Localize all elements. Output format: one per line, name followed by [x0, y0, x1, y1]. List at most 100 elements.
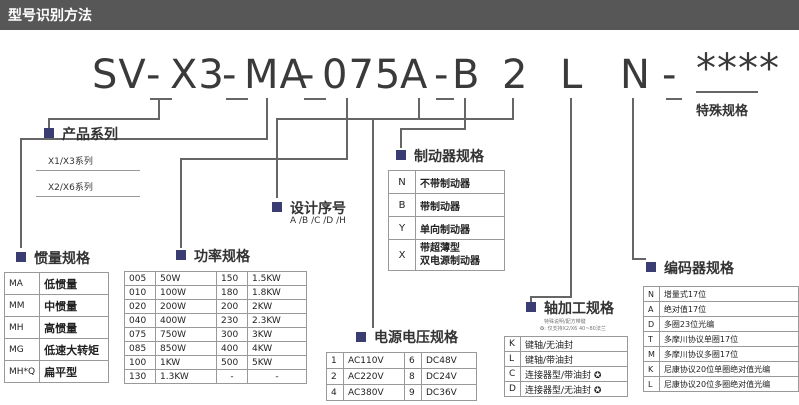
- voltage-value: AC380V: [343, 384, 405, 401]
- shaft-name: 连接器型/无油封 ✪: [519, 381, 628, 397]
- voltage-code: 6: [404, 352, 422, 369]
- voltage-value: DC24V: [421, 368, 477, 385]
- special-spec-label: 特殊规格: [696, 104, 749, 119]
- code-special: ****: [696, 46, 780, 92]
- encoder-name: 多摩川协议多圈17位: [658, 346, 799, 362]
- leader-line: [180, 158, 348, 160]
- power-code: 300: [216, 327, 248, 342]
- encoder-code: A: [643, 301, 660, 317]
- power-value: 1KW: [155, 355, 217, 370]
- flange-mark-icon: ✪: [593, 370, 602, 381]
- power-value: 50W: [155, 271, 217, 286]
- encoder-name: 多圈23位光编: [658, 316, 799, 332]
- encoder-title: 编码器规格: [664, 261, 734, 277]
- brake-code: B: [388, 193, 416, 217]
- leader-line: [530, 296, 532, 302]
- power-value: 2KW: [247, 299, 307, 314]
- voltage-code: 8: [404, 368, 422, 385]
- shaft-note-1: 特殊说明/配方带键: [544, 319, 586, 325]
- code-dash-1: -: [146, 52, 162, 98]
- code-b: B: [452, 52, 481, 98]
- leader-line: [276, 118, 420, 120]
- encoder-name: 绝对值17位: [658, 301, 799, 317]
- code-ma: MA: [244, 52, 308, 98]
- code-dash-4: -: [434, 52, 450, 98]
- brake-code: X: [388, 239, 416, 271]
- leader-line: [418, 98, 420, 120]
- inertia-code: MH: [3, 316, 41, 339]
- brake-code: N: [388, 170, 416, 194]
- inertia-code: MH*Q: [3, 360, 41, 383]
- leader-line: [48, 118, 160, 120]
- leader-line: [632, 258, 646, 260]
- power-code: 010: [124, 285, 156, 300]
- power-code: -: [216, 369, 248, 384]
- leader-line: [400, 128, 466, 130]
- brake-name: 不带制动器: [415, 170, 505, 194]
- power-value: 1.5KW: [247, 271, 307, 286]
- product-series-title: 产品系列: [62, 127, 118, 143]
- encoder-code: K: [643, 361, 660, 377]
- code-l: L: [560, 52, 584, 98]
- inertia-code: MA: [3, 272, 41, 295]
- brake-name: 带制动器: [415, 193, 505, 217]
- encoder-name: 尼康协议20位多圈绝对值光编: [658, 376, 799, 392]
- brake-name-line2: 双电源制动器: [420, 256, 480, 267]
- power-code: 130: [124, 369, 156, 384]
- inertia-name: 中惯量: [39, 294, 110, 317]
- encoder-name: 尼康协议20位单圈绝对值光编: [658, 361, 799, 377]
- shaft-name: 键轴/带油封: [519, 351, 628, 367]
- leader-line: [158, 98, 160, 120]
- power-value: -: [247, 369, 307, 384]
- divider: [36, 196, 140, 197]
- encoder-name: 多摩川协议单圈17位: [658, 331, 799, 347]
- encoder-name: 增量式17位: [658, 286, 799, 302]
- inertia-code: MM: [3, 294, 41, 317]
- encoder-code: N: [643, 286, 660, 302]
- bullet-icon: [176, 250, 186, 260]
- brake-name: 单向制动器: [415, 216, 505, 240]
- leader-line: [400, 128, 402, 148]
- bullet-icon: [526, 302, 536, 312]
- code-dash-5: -: [662, 52, 678, 98]
- power-code: 040: [124, 313, 156, 328]
- divider: [36, 170, 140, 171]
- inertia-code: MG: [3, 338, 41, 361]
- shaft-name: 连接器型/带油封 ✪: [519, 366, 628, 382]
- power-code: 200: [216, 299, 248, 314]
- leader-line: [632, 98, 634, 260]
- voltage-value: DC36V: [421, 384, 477, 401]
- power-code: 230: [216, 313, 248, 328]
- encoder-code: T: [643, 331, 660, 347]
- code-dash-3: -: [300, 52, 316, 98]
- power-code: 400: [216, 341, 248, 356]
- bullet-icon: [16, 252, 26, 262]
- voltage-title: 电源电压规格: [374, 330, 458, 346]
- underline-dash-1: [150, 98, 172, 100]
- power-code: 180: [216, 285, 248, 300]
- code-sv: SV: [92, 52, 147, 98]
- shaft-name-text: 连接器型/带油封: [524, 370, 591, 381]
- encoder-code: D: [643, 316, 660, 332]
- shaft-name-text: 键轴/无油封: [524, 340, 573, 351]
- design-no-title: 设计序号: [290, 201, 346, 217]
- brake-code: Y: [388, 216, 416, 240]
- bullet-icon: [272, 202, 282, 212]
